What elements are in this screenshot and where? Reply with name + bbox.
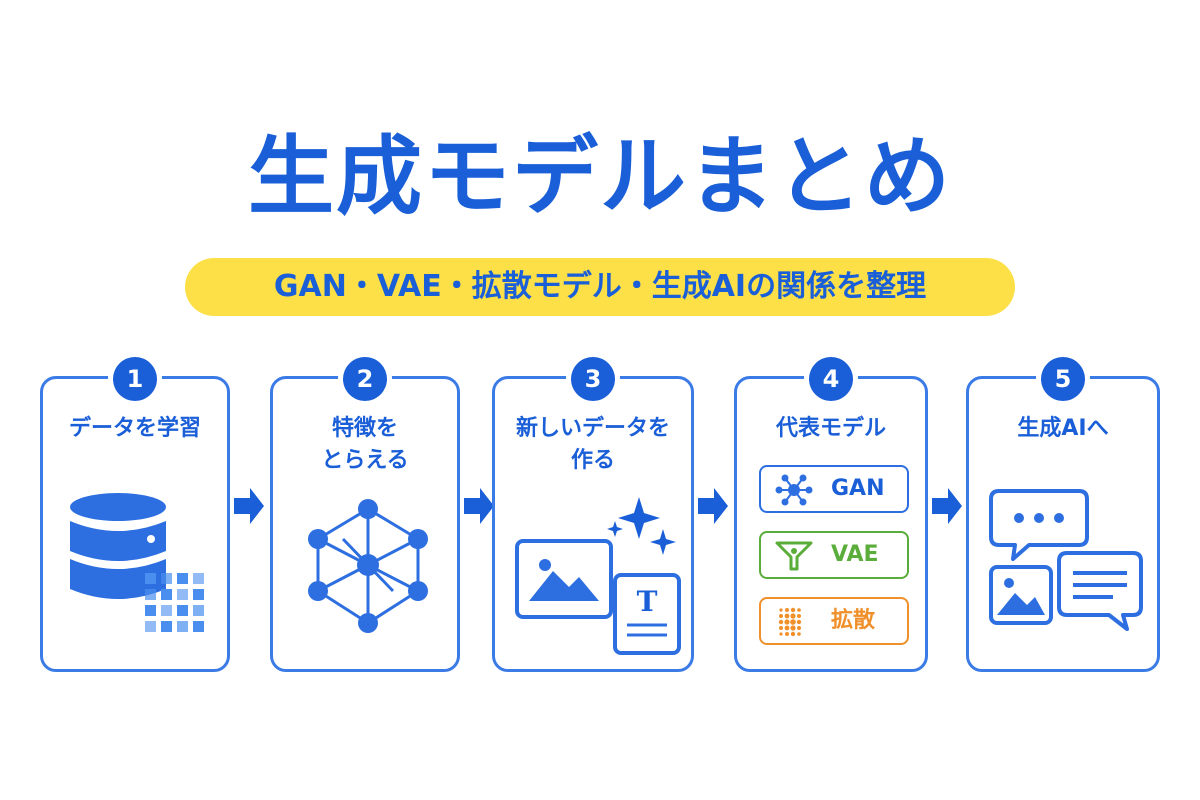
step-5-card: 5 生成AIへ: [966, 357, 1160, 672]
step-3-card: 3 新しいデータを 作る T: [492, 357, 694, 672]
step-5-label: 生成AIへ: [1017, 416, 1109, 441]
svg-text:T: T: [637, 585, 658, 618]
step-1-label: データを学習: [68, 416, 201, 441]
model-gan-box: GAN: [759, 465, 909, 513]
database-icon: [70, 493, 204, 632]
page-title: 生成モデルまとめ: [248, 127, 952, 227]
step-3-label: 新しいデータを 作る: [515, 416, 670, 473]
chat-icon: [989, 489, 1143, 631]
model-vae-box: VAE: [759, 531, 909, 579]
diffusion-dots-icon: [778, 607, 802, 637]
model-diffusion-label: 拡散: [831, 608, 876, 633]
arrow-right-icon: [698, 488, 728, 524]
model-vae-label: VAE: [831, 542, 879, 567]
gan-icon: [775, 474, 813, 506]
arrow-right-icon: [234, 488, 264, 524]
step-1-card: 1 データを学習: [40, 357, 230, 672]
step-5-badge: 5: [1041, 357, 1085, 401]
image-text-icon: T: [515, 497, 681, 655]
arrow-right-icon: [464, 488, 494, 524]
step-1-badge: 1: [113, 357, 157, 401]
subtitle-pill: GAN・VAE・拡散モデル・生成AIの関係を整理: [185, 258, 1015, 316]
vae-funnel-icon: [775, 541, 813, 571]
step-4-badge: 4: [809, 357, 853, 401]
step-2-badge: 2: [343, 357, 387, 401]
step-2-label: 特徴を とらえる: [321, 416, 409, 473]
step-2-card: 2 特徴を とらえる: [270, 357, 460, 672]
network-icon: [308, 499, 428, 633]
step-4-label: 代表モデル: [775, 416, 886, 441]
arrow-right-icon: [932, 488, 962, 524]
step-3-badge: 3: [571, 357, 615, 401]
step-4-card: 4 代表モデル GAN VAE: [734, 357, 928, 672]
model-gan-label: GAN: [831, 476, 885, 501]
model-diffusion-box: 拡散: [759, 597, 909, 645]
